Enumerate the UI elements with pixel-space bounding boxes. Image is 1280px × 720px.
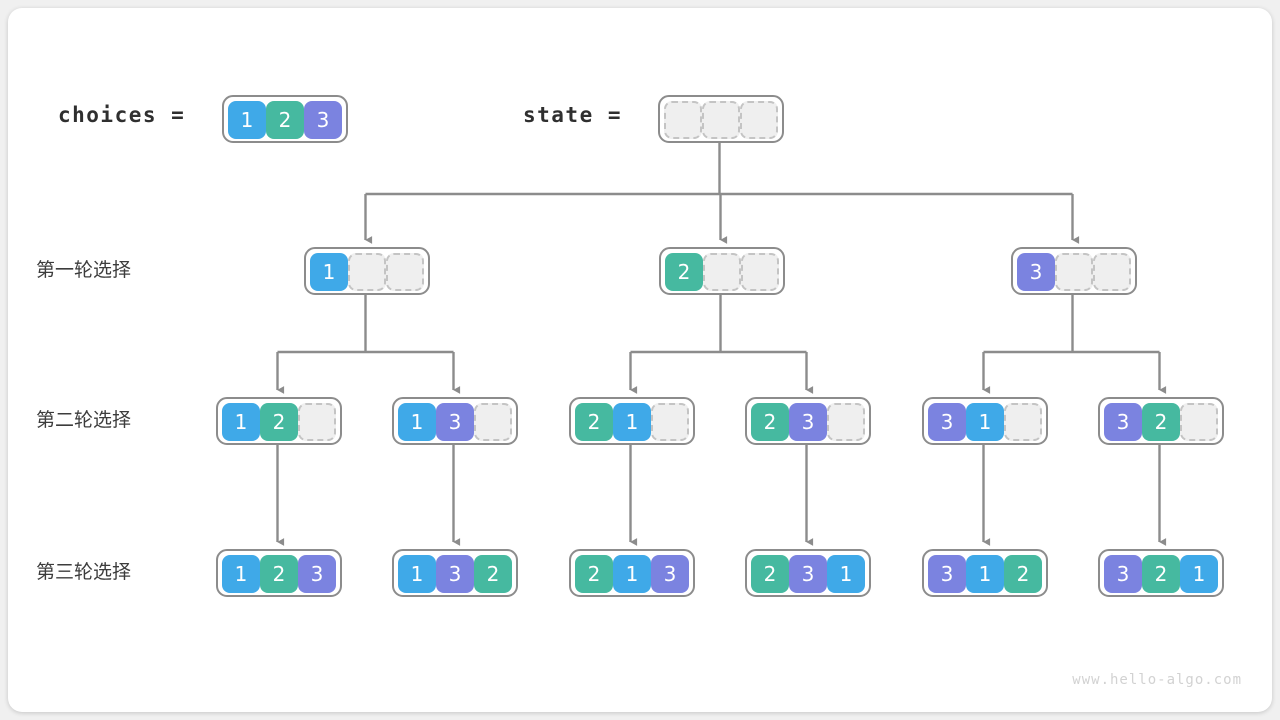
array-cell-filled: 3 [304,101,342,139]
array-cell-filled: 3 [436,555,474,593]
array-cell-filled: 3 [1017,253,1055,291]
array-cell-empty [1093,253,1131,291]
state-array [658,95,784,143]
array-cell-filled: 2 [751,403,789,441]
array-cell-filled: 3 [1104,403,1142,441]
array-cell-filled: 3 [789,403,827,441]
state-label: state = [523,103,623,127]
row-label-round-3: 第三轮选择 [36,561,132,583]
watermark: www.hello-algo.com [1072,672,1242,688]
array-cell-filled: 3 [1104,555,1142,593]
array-cell-filled: 1 [613,555,651,593]
array-cell-filled: 2 [266,101,304,139]
diagram-stage: choices = state = 第一轮选择 第二轮选择 第三轮选择 www.… [8,8,1272,712]
array-cell-filled: 2 [1004,555,1042,593]
array-cell-filled: 2 [260,403,298,441]
level1-array-1: 1 [304,247,430,295]
array-cell-filled: 2 [1142,555,1180,593]
diagram-card: choices = state = 第一轮选择 第二轮选择 第三轮选择 www.… [8,8,1272,712]
array-cell-empty [664,101,702,139]
array-cell-filled: 1 [613,403,651,441]
array-cell-filled: 3 [928,403,966,441]
array-cell-filled: 3 [789,555,827,593]
array-cell-filled: 2 [575,555,613,593]
array-cell-filled: 1 [827,555,865,593]
array-cell-empty [1004,403,1042,441]
array-cell-filled: 1 [222,403,260,441]
array-cell-empty [827,403,865,441]
array-cell-empty [474,403,512,441]
array-cell-empty [1055,253,1093,291]
connector-wires [276,143,1167,546]
array-cell-filled: 3 [651,555,689,593]
array-cell-filled: 2 [751,555,789,593]
array-cell-filled: 2 [1142,403,1180,441]
row-label-round-2: 第二轮选择 [36,409,132,431]
array-cell-empty [348,253,386,291]
array-cell-filled: 1 [966,403,1004,441]
array-cell-filled: 3 [298,555,336,593]
array-cell-filled: 2 [665,253,703,291]
choices-label: choices = [58,103,186,127]
array-cell-empty [702,101,740,139]
array-cell-empty [703,253,741,291]
array-cell-filled: 2 [260,555,298,593]
level1-array-3: 3 [1011,247,1137,295]
array-cell-filled: 1 [1180,555,1218,593]
array-cell-filled: 3 [436,403,474,441]
array-cell-filled: 1 [398,403,436,441]
array-cell-filled: 2 [474,555,512,593]
array-cell-filled: 1 [966,555,1004,593]
row-label-round-1: 第一轮选择 [36,259,132,281]
array-cell-empty [741,253,779,291]
array-cell-filled: 1 [398,555,436,593]
array-cell-empty [740,101,778,139]
array-cell-empty [651,403,689,441]
array-cell-empty [298,403,336,441]
array-cell-filled: 1 [228,101,266,139]
array-cell-empty [1180,403,1218,441]
array-cell-filled: 1 [310,253,348,291]
array-cell-filled: 3 [928,555,966,593]
level1-array-2: 2 [659,247,785,295]
array-cell-filled: 2 [575,403,613,441]
array-cell-filled: 1 [222,555,260,593]
array-cell-empty [386,253,424,291]
